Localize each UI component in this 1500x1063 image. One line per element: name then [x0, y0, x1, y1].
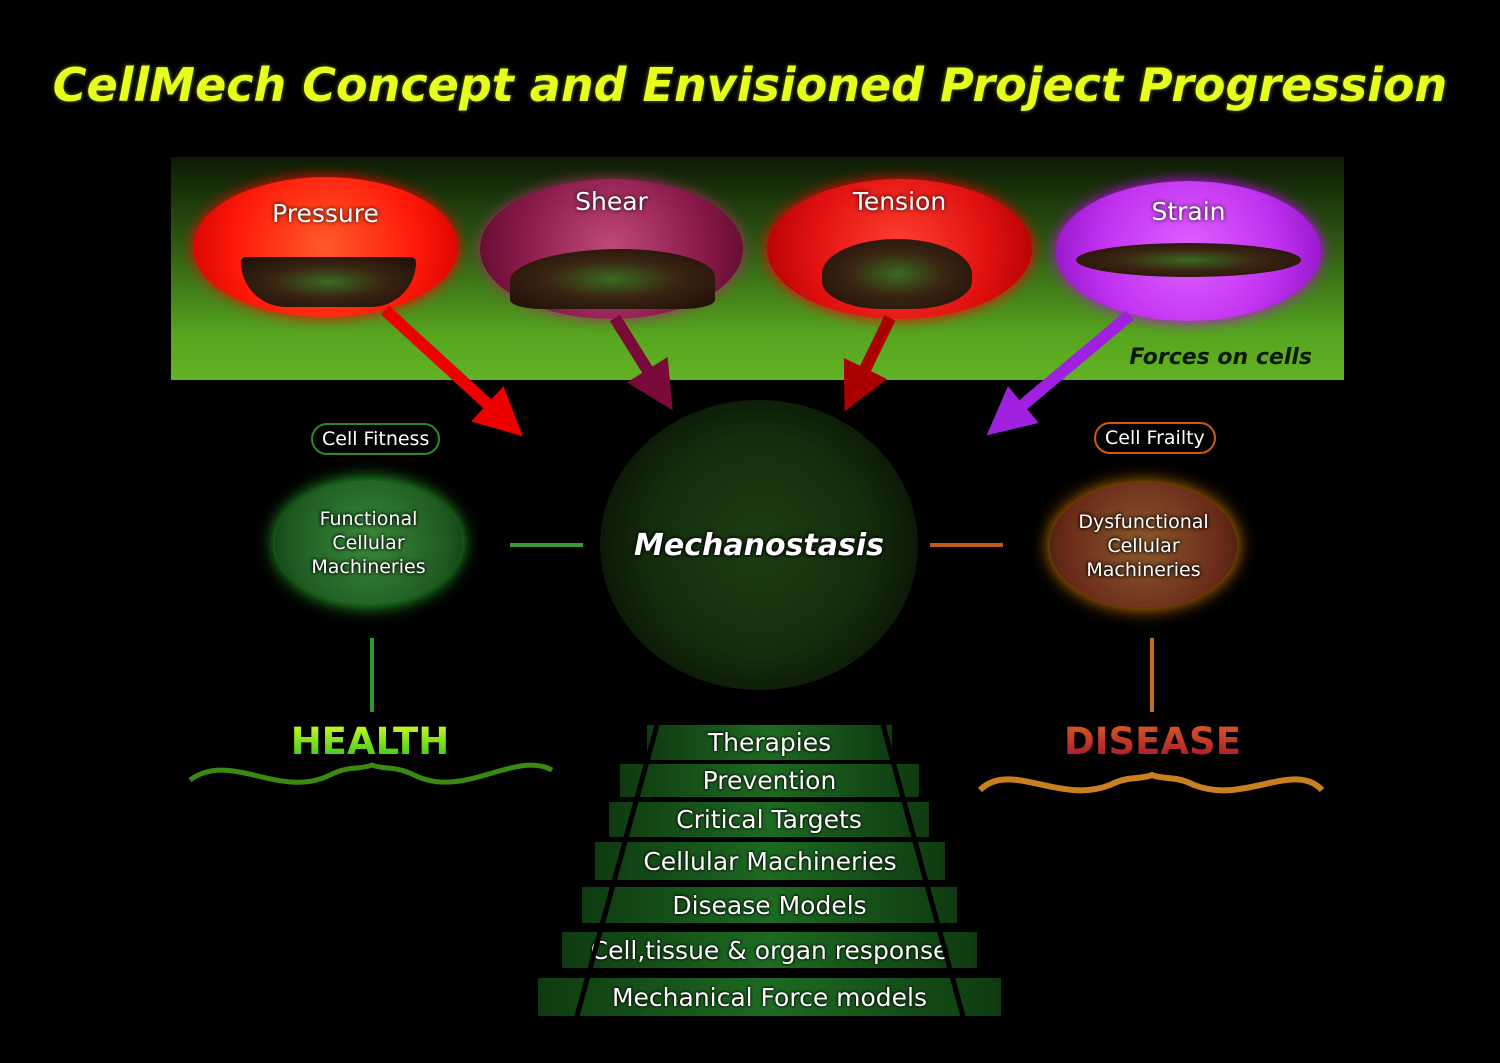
- oval-line: Machineries: [1086, 558, 1201, 581]
- dysfunctional-machineries-oval: Dysfunctional Cellular Machineries: [1050, 483, 1237, 608]
- force-label: Strain: [1151, 197, 1226, 226]
- disease-label: DISEASE: [1040, 720, 1265, 763]
- cell-image: [510, 249, 715, 309]
- oval-line: Machineries: [311, 555, 426, 578]
- ornament-disease: [977, 771, 1325, 794]
- health-label: HEALTH: [270, 720, 470, 763]
- arrow-shear: [609, 314, 673, 411]
- cell-image: [1076, 243, 1301, 277]
- oval-line: Cellular: [332, 531, 405, 554]
- cell-frailty-badge: Cell Frailty: [1094, 422, 1216, 454]
- mechanostasis-label: Mechanostasis: [634, 527, 884, 563]
- pyramid-layer-response: Cell,tissue & organ response: [562, 932, 977, 968]
- cell-image: [241, 257, 416, 307]
- cell-fitness-badge: Cell Fitness: [311, 423, 441, 455]
- pyramid-layer-cellular-machineries: Cellular Machineries: [595, 842, 945, 880]
- force-tension: Tension: [767, 179, 1032, 319]
- arrow-tension: [843, 315, 896, 412]
- force-pressure: Pressure: [193, 177, 458, 317]
- force-label: Pressure: [272, 199, 379, 228]
- pyramid-layer-disease-models: Disease Models: [582, 887, 957, 923]
- oval-line: Functional: [319, 507, 418, 530]
- forces-panel: Pressure Shear Tension Strain Forces on …: [171, 157, 1344, 380]
- pyramid-layer-critical-targets: Critical Targets: [609, 802, 929, 837]
- arrow-pressure: [380, 305, 523, 437]
- pyramid-layer-therapies: Therapies: [647, 725, 892, 760]
- pyramid-layer-force-models: Mechanical Force models: [538, 978, 1001, 1016]
- pyramid-layer-prevention: Prevention: [620, 764, 919, 797]
- arrow-strain: [986, 310, 1134, 436]
- page-title: CellMech Concept and Envisioned Project …: [52, 58, 1448, 112]
- mechanostasis-hub: Mechanostasis: [600, 400, 918, 690]
- force-label: Tension: [852, 187, 947, 216]
- ornament-health: [188, 762, 554, 785]
- functional-machineries-oval: Functional Cellular Machineries: [275, 480, 462, 605]
- forces-caption: Forces on cells: [1129, 345, 1312, 370]
- oval-line: Dysfunctional: [1078, 510, 1209, 533]
- cell-image: [822, 239, 972, 309]
- oval-line: Cellular: [1107, 534, 1180, 557]
- force-label: Shear: [575, 187, 648, 216]
- force-shear: Shear: [480, 179, 743, 319]
- force-strain: Strain: [1056, 181, 1321, 321]
